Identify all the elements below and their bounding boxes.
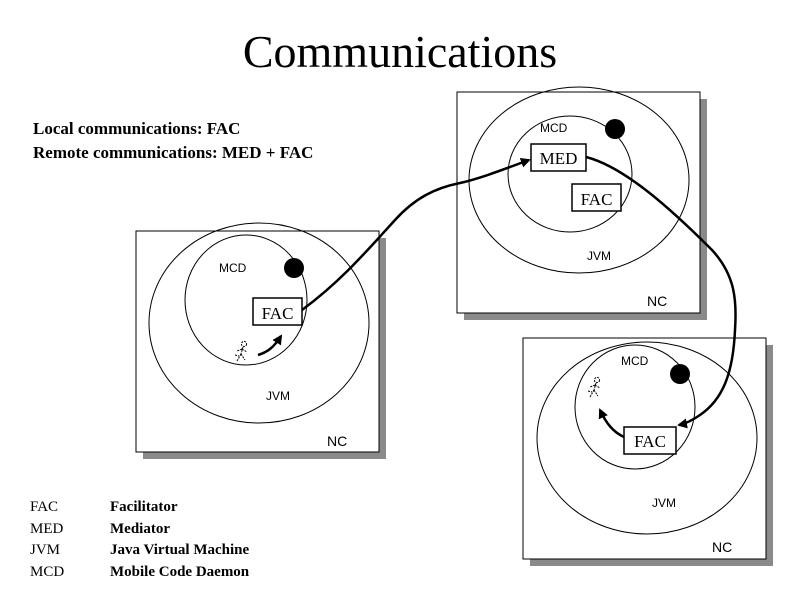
agent-figure-icon: [587, 376, 601, 398]
legend-abbr: FAC: [30, 499, 59, 515]
jvm-ellipse: [536, 341, 758, 535]
legend-full: Java Virtual Machine: [110, 542, 250, 558]
legend-row: FAC Facilitator: [30, 497, 249, 519]
nc-box: [135, 230, 380, 453]
mcd-label: MCD: [219, 261, 247, 275]
mcd-ellipse: [574, 344, 696, 470]
daemon-dot: [670, 364, 690, 384]
legend-abbr: MCD: [30, 563, 65, 580]
legend-full: Facilitator: [110, 499, 178, 515]
jvm-label: JVM: [652, 496, 676, 510]
nc-label: NC: [647, 293, 667, 309]
local-arrow: [257, 334, 283, 357]
legend-row: JVM Java Virtual Machine: [30, 540, 249, 562]
node-bottom-right: MCD FAC JVM NC: [522, 337, 773, 566]
fac-label: FAC: [634, 432, 666, 451]
remote-arrow-fac-to-med: [301, 158, 531, 312]
jvm-label: JVM: [587, 249, 611, 263]
legend: FAC Facilitator MED Mediator JVM Java Virtu…: [30, 497, 249, 583]
med-box[interactable]: [530, 143, 587, 172]
mcd-label: MCD: [621, 354, 649, 368]
fac-label: FAC: [262, 304, 294, 323]
daemon-dot: [605, 119, 625, 139]
legend-abbr: MED: [30, 520, 64, 537]
legend-row: MCD Mobile Code Daemon: [30, 562, 249, 584]
jvm-label: JVM: [266, 389, 290, 403]
intro-text: Local communications: FAC Remote communi…: [33, 117, 313, 165]
nc-label: NC: [712, 539, 732, 555]
page-title: Communications: [242, 26, 558, 77]
nc-label: NC: [327, 433, 347, 449]
legend-abbr: JVM: [30, 542, 61, 558]
node-left: MCD FAC JVM NC: [135, 222, 386, 459]
fac-box[interactable]: [571, 183, 622, 212]
fac-box[interactable]: [252, 297, 303, 326]
mcd-ellipse: [184, 234, 308, 366]
mcd-ellipse: [507, 115, 633, 233]
node-top-right: MCD MED FAC JVM NC: [456, 86, 707, 320]
jvm-ellipse: [148, 222, 370, 424]
daemon-dot: [284, 258, 304, 278]
legend-full: Mobile Code Daemon: [110, 563, 250, 580]
legend-row: MED Mediator: [30, 519, 249, 541]
remote-arrow-med-to-fac: [585, 155, 737, 429]
fac-box[interactable]: [623, 426, 677, 455]
legend-full: Mediator: [110, 520, 170, 537]
local-arrow: [598, 408, 625, 439]
mcd-label: MCD: [540, 121, 568, 135]
remote-communications-line: Remote communications: MED + FAC: [33, 143, 314, 162]
fac-label: FAC: [581, 190, 613, 209]
local-communications-line: Local communications: FAC: [33, 119, 241, 138]
med-label: MED: [540, 149, 578, 168]
agent-figure-icon: [234, 340, 248, 362]
